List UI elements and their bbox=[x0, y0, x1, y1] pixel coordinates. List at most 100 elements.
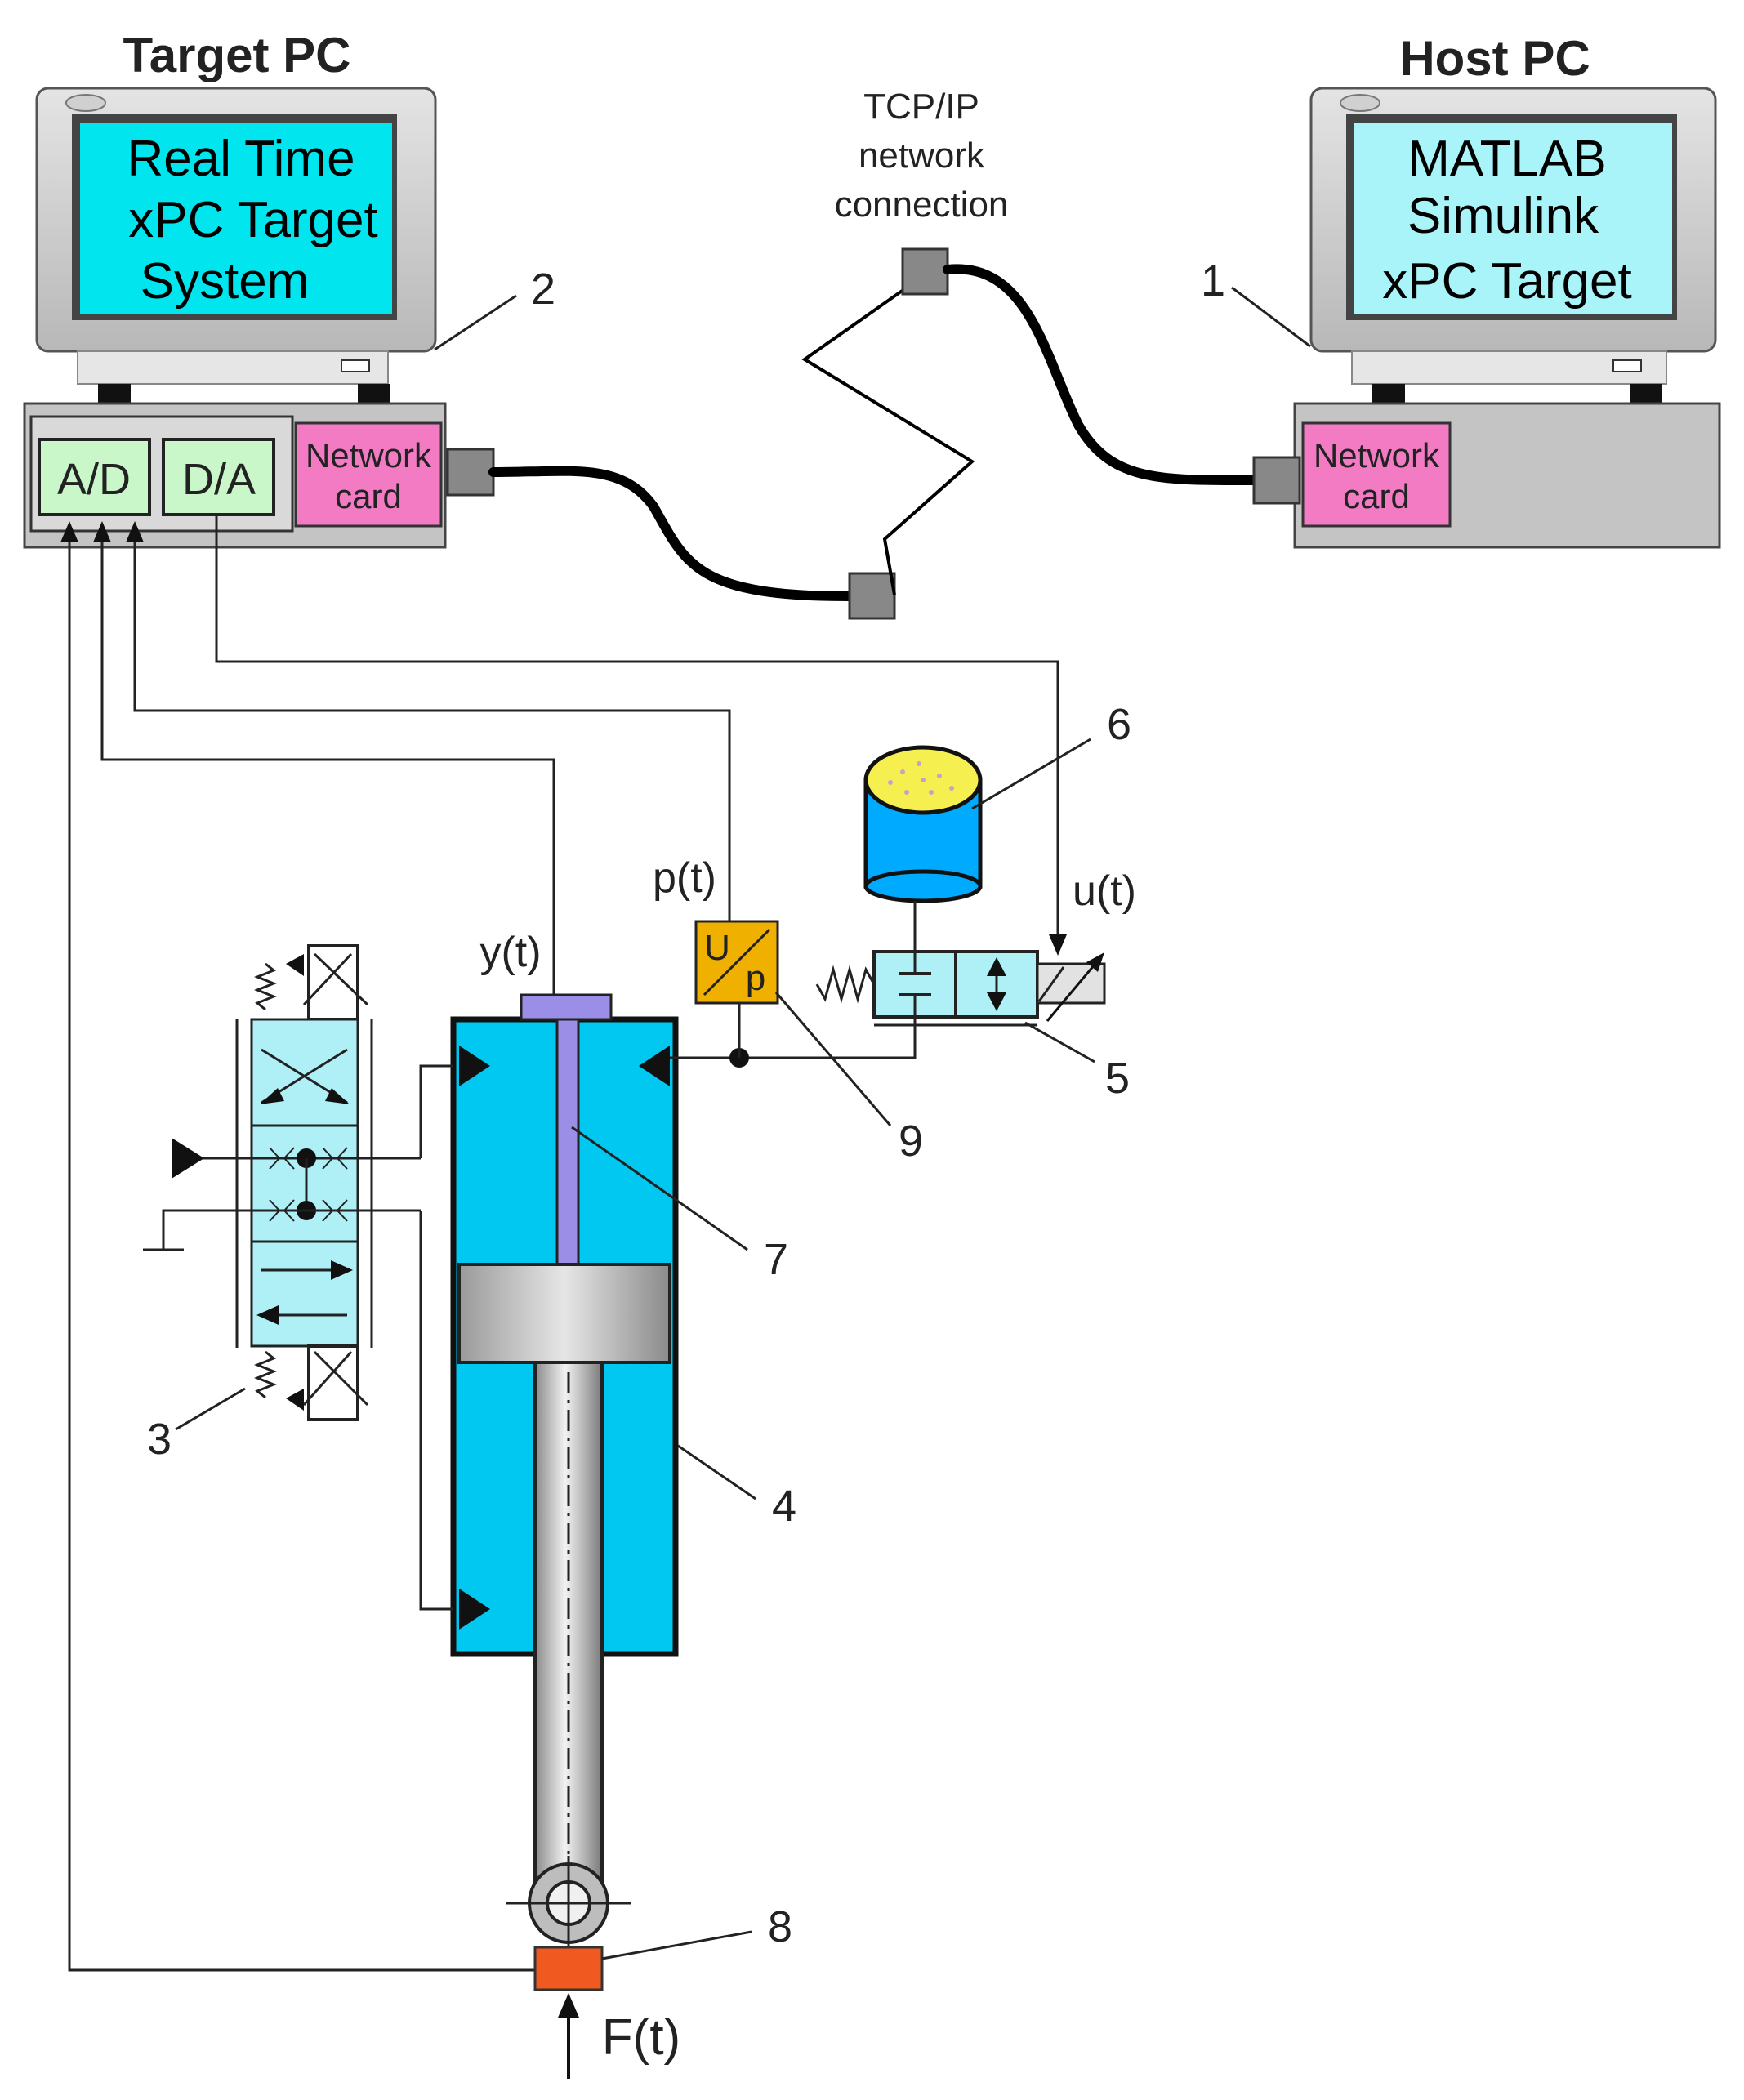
valve-body bbox=[250, 1018, 359, 1348]
callout-1-leader bbox=[1231, 286, 1311, 348]
host-pc-title: Host PC bbox=[1399, 31, 1590, 86]
target-foot-right bbox=[358, 384, 390, 404]
target-pc-title: Target PC bbox=[123, 28, 351, 82]
valve-straight-arrow-2 bbox=[256, 1305, 279, 1325]
target-network-card bbox=[294, 421, 443, 528]
target-pc: Target PC Real Time xPC Target System A/… bbox=[23, 28, 555, 549]
control-signal-wire bbox=[215, 515, 1059, 938]
da-card bbox=[162, 438, 275, 516]
valve-bot-arrow bbox=[286, 1389, 304, 1411]
ad-arrow-1 bbox=[60, 521, 78, 542]
valve-bottom-spring bbox=[253, 1350, 278, 1399]
cable-plug-high bbox=[901, 247, 949, 296]
host-screen-line-1: MATLAB bbox=[1407, 131, 1606, 187]
host-network-card bbox=[1301, 421, 1452, 528]
port-arrow-upper-left bbox=[459, 1046, 490, 1086]
switch-valve-spring bbox=[815, 965, 876, 1004]
control-label: u(t) bbox=[1073, 867, 1136, 915]
transducer-bottom: p bbox=[746, 958, 765, 998]
pressure-signal-wire bbox=[133, 529, 731, 921]
host-network-card-line-2: card bbox=[1343, 477, 1410, 515]
callout-7: 7 bbox=[764, 1235, 788, 1284]
callout-7-leader bbox=[571, 1126, 748, 1251]
control-arrow bbox=[1049, 934, 1067, 956]
target-screen-line-3: System bbox=[141, 253, 310, 310]
valve-throttle-marks-1 bbox=[269, 1147, 348, 1170]
host-screen-line-3: xPC Target bbox=[1382, 253, 1632, 310]
valve-top-arrow bbox=[286, 954, 304, 976]
solenoid bbox=[1036, 962, 1106, 1005]
accumulator-to-cylinder-line bbox=[670, 1017, 917, 1059]
valve-bot-x2 bbox=[302, 1351, 353, 1406]
signal-labels: p(t) y(t) u(t) F(t) bbox=[479, 854, 1136, 2066]
valve-straight-arrow-1 bbox=[331, 1260, 353, 1280]
callouts: 3 4 5 6 7 8 9 bbox=[147, 700, 1131, 1960]
callout-4: 4 bbox=[772, 1482, 796, 1531]
displacement-label: y(t) bbox=[479, 929, 541, 976]
host-screen bbox=[1354, 123, 1672, 314]
valve-open-arrow-down bbox=[987, 992, 1006, 1011]
host-network-card-line-1: Network bbox=[1314, 436, 1440, 475]
host-cable bbox=[943, 264, 1259, 486]
accumulator-and-valve: U p bbox=[670, 745, 1106, 1068]
piston-rod bbox=[533, 1361, 604, 1888]
callout-9: 9 bbox=[899, 1117, 923, 1166]
force-label: F(t) bbox=[602, 2009, 680, 2066]
signal-wires bbox=[60, 515, 1067, 1972]
tcp-label-line-1: TCP/IP bbox=[863, 87, 979, 127]
host-monitor-led bbox=[1340, 94, 1380, 112]
da-card-label: D/A bbox=[182, 455, 256, 504]
callout-8-leader bbox=[601, 1930, 752, 1960]
network-zigzag bbox=[801, 270, 975, 595]
monitor-led bbox=[65, 94, 106, 112]
callout-2: 2 bbox=[531, 265, 555, 314]
port-arrow-upper-right bbox=[639, 1046, 670, 1086]
valve-open-arrow-up bbox=[987, 957, 1006, 976]
valve-cross-arrow-1 bbox=[260, 1088, 284, 1104]
hydraulic-cylinder bbox=[450, 993, 679, 2079]
callout-8: 8 bbox=[768, 1902, 792, 1951]
valve-to-cyl-lower bbox=[419, 1211, 453, 1611]
ad-arrow-3 bbox=[126, 521, 144, 542]
valve-bot-x1 bbox=[313, 1350, 369, 1407]
displacement-sensor-cap bbox=[520, 993, 613, 1021]
tcp-label-line-3: connection bbox=[835, 185, 1009, 225]
host-foot-left bbox=[1372, 384, 1405, 404]
accumulator-dots bbox=[888, 761, 954, 795]
callout-6: 6 bbox=[1107, 700, 1131, 749]
solenoid-proportional bbox=[1046, 959, 1100, 1022]
target-monitor-base bbox=[77, 350, 389, 385]
host-foot-right bbox=[1630, 384, 1662, 404]
tcp-label-line-2: network bbox=[859, 136, 985, 176]
host-plug bbox=[1252, 456, 1301, 505]
valve-top-x1 bbox=[313, 952, 369, 1006]
callout-2-leader bbox=[434, 294, 517, 351]
directional-valve bbox=[143, 944, 453, 1611]
callout-5-leader bbox=[1024, 1021, 1095, 1063]
solenoid-arrow bbox=[1086, 952, 1104, 972]
accumulator-base bbox=[863, 869, 983, 903]
piston bbox=[457, 1263, 671, 1364]
callout-1: 1 bbox=[1201, 256, 1225, 305]
solenoid-diag bbox=[1037, 966, 1065, 1002]
displacement-signal-wire bbox=[100, 529, 555, 995]
pressure-label: p(t) bbox=[653, 854, 716, 902]
valve-to-cyl-upper bbox=[419, 1064, 453, 1158]
callout-4-leader bbox=[677, 1444, 756, 1500]
callout-3-leader bbox=[175, 1387, 246, 1431]
valve-bottom-end bbox=[307, 1344, 359, 1421]
target-screen bbox=[80, 123, 392, 314]
supply-arrow bbox=[172, 1138, 204, 1179]
target-network-card-line-2: card bbox=[335, 477, 402, 515]
valve-cross-arrow-2 bbox=[325, 1088, 350, 1104]
target-screen-line-2: xPC Target bbox=[128, 192, 378, 248]
target-plug bbox=[446, 448, 495, 497]
force-signal-wire bbox=[68, 529, 535, 1972]
valve-top-x2 bbox=[302, 952, 353, 1006]
target-foot-left bbox=[98, 384, 131, 404]
force-arrow-head bbox=[558, 1993, 579, 2018]
network-connection: TCP/IP network connection bbox=[446, 87, 1301, 620]
ad-card bbox=[38, 438, 151, 516]
port-arrow-lower-left bbox=[459, 1589, 490, 1630]
